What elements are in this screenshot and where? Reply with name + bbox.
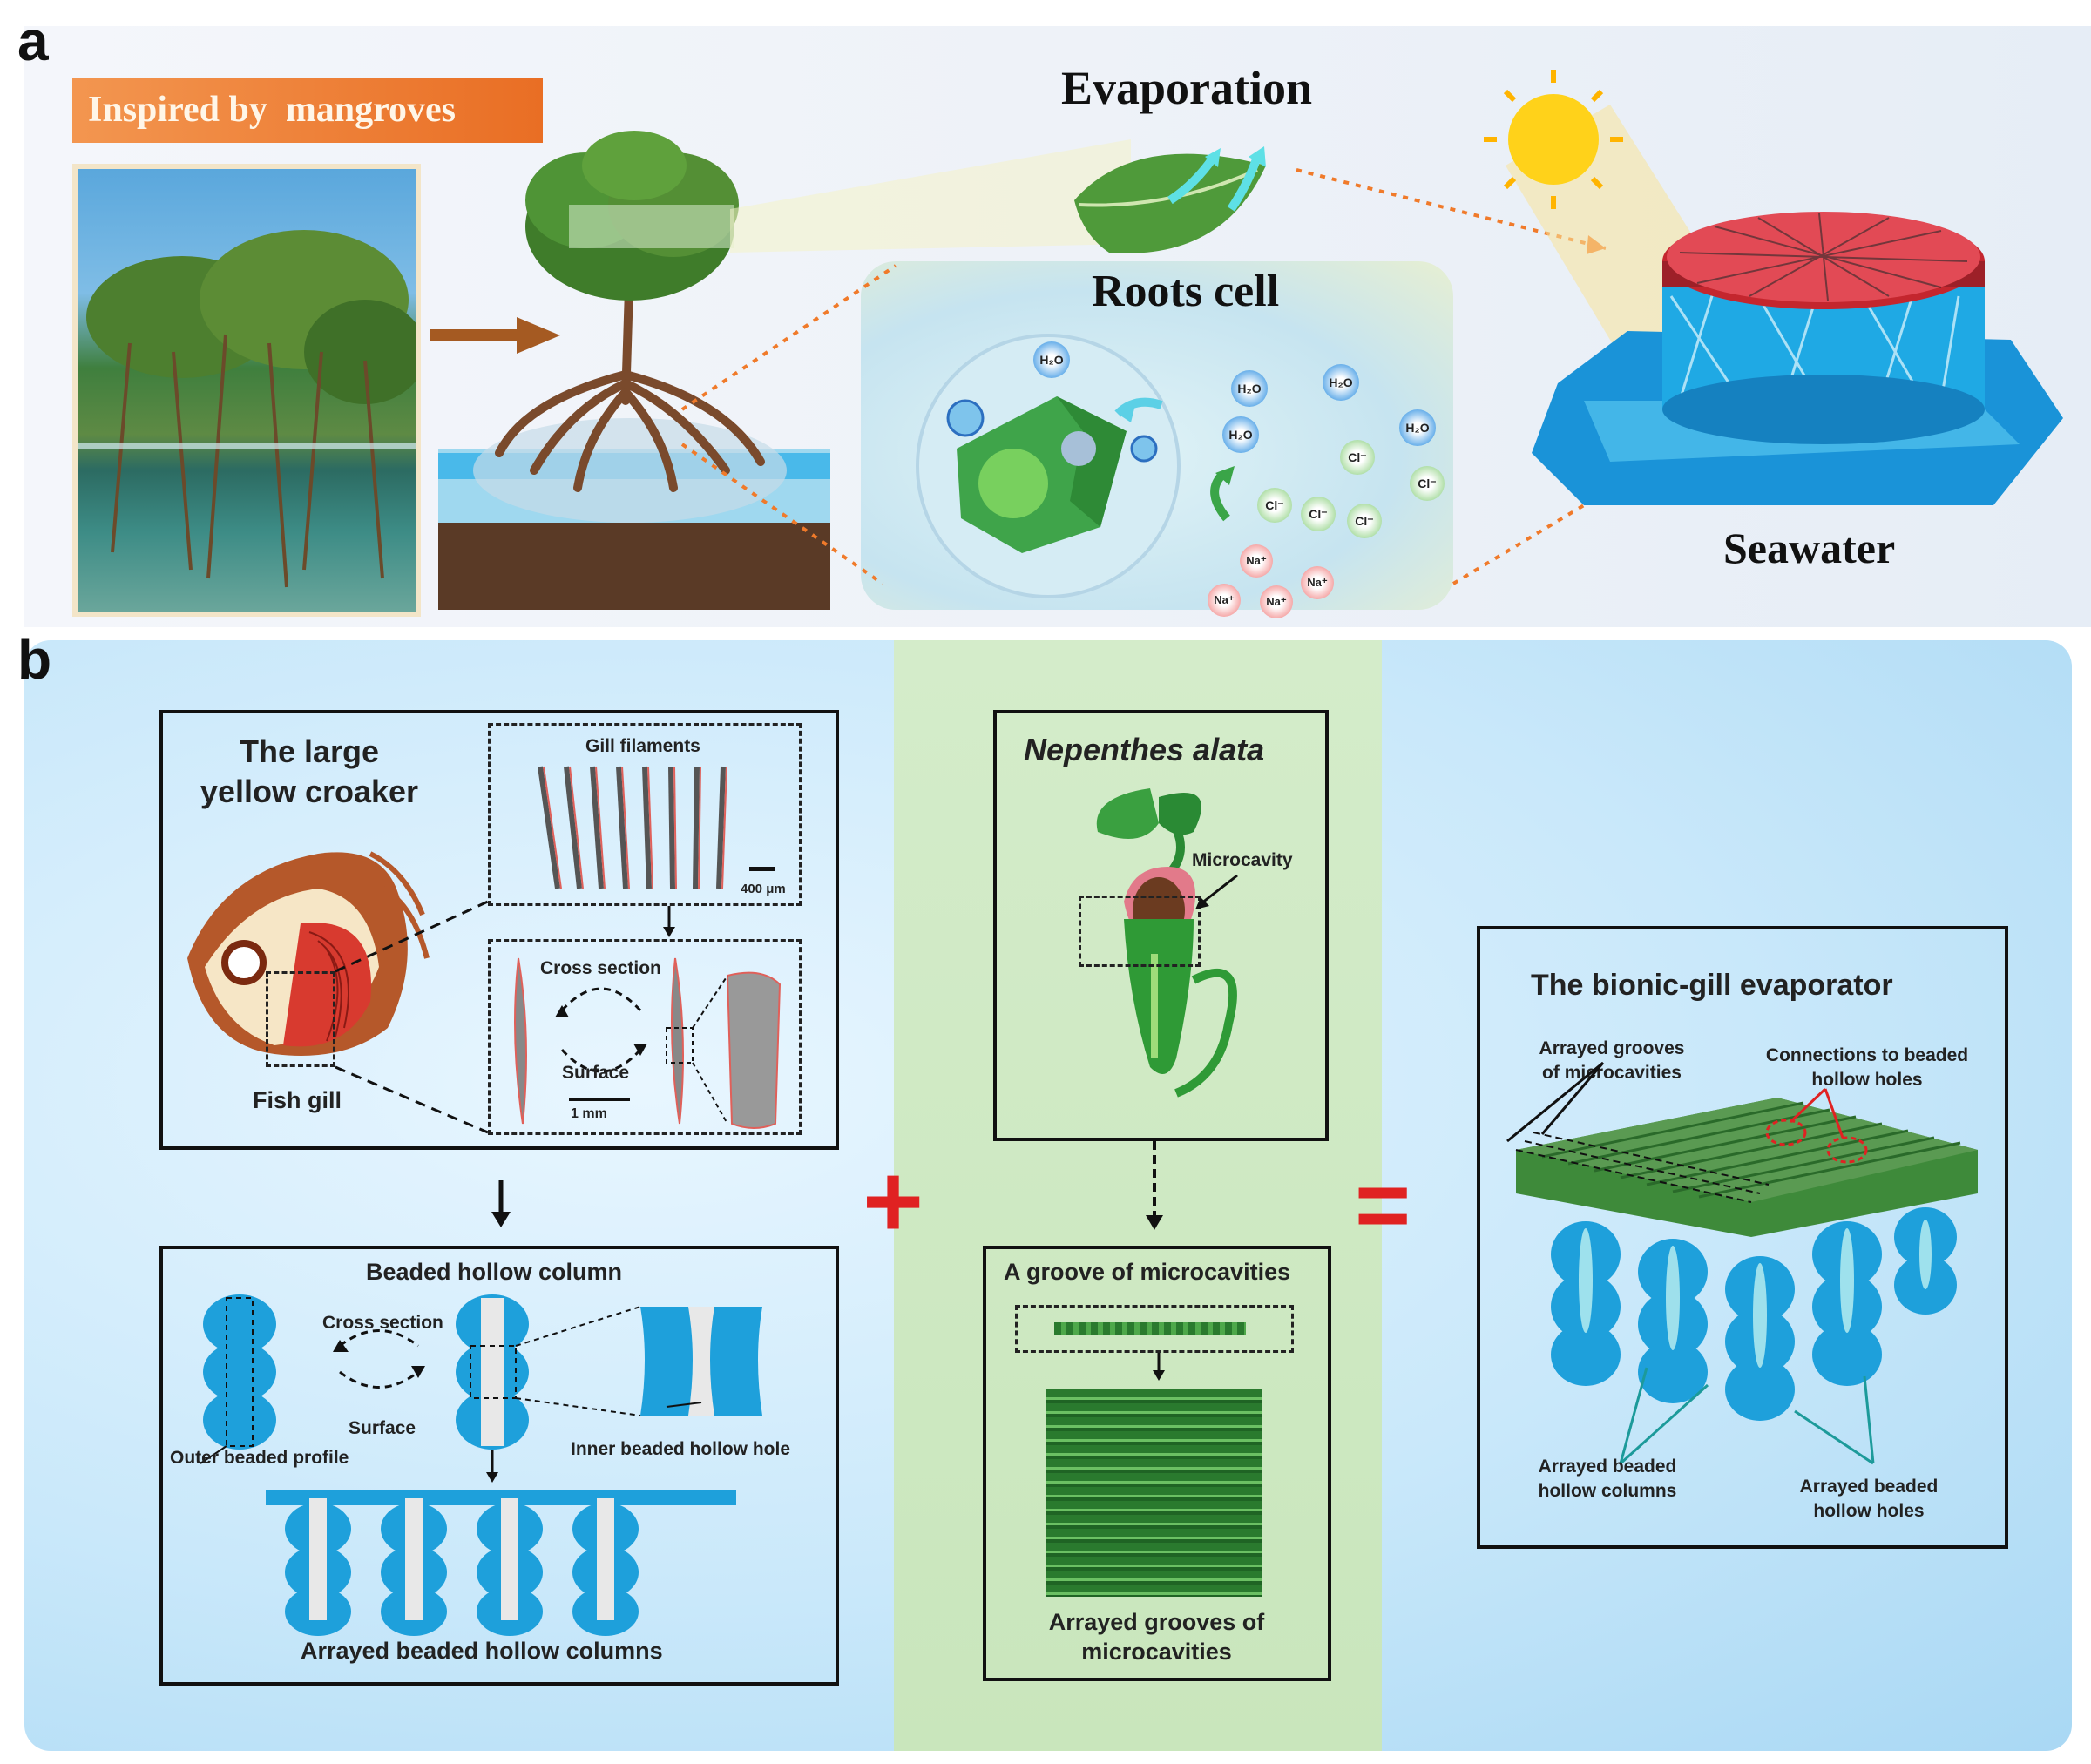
single-groove [1054, 1322, 1246, 1335]
surface-2-label: Surface [348, 1418, 416, 1438]
ion-chloride-1: Cl⁻ [1340, 440, 1375, 475]
panel-a: Inspired by mangroves Evaporati [24, 26, 2091, 627]
surface-label: Surface [562, 1063, 630, 1083]
plant-cell-illustration [916, 334, 1235, 598]
light-beam [730, 139, 1131, 253]
arrow-down-groove [1153, 1353, 1165, 1381]
evaporator-title: The bionic-gill evaporator [1531, 969, 1893, 1002]
evaporator-box [1477, 926, 2008, 1549]
arrayed-columns-label: Arrayed beaded hollow columns [301, 1638, 663, 1664]
arrayed-grooves-label: Arrayed grooves of microcavities [1048, 1609, 1265, 1665]
fish-gill-label: Fish gill [253, 1087, 342, 1113]
ion-chloride-3: Cl⁻ [1257, 488, 1292, 523]
mangrove-trees [78, 230, 416, 588]
gill-filaments-label: Gill filaments [585, 736, 700, 756]
single-groove-box [1015, 1305, 1294, 1353]
mangrove-photo [72, 164, 421, 617]
scale-400-label: 400 μm [741, 882, 786, 896]
microcavity-highlight [1079, 896, 1201, 967]
ion-chloride-4: Cl⁻ [1301, 497, 1336, 531]
bionic-gill-evaporator [1506, 1061, 1978, 1465]
equals-sign: = [1355, 1152, 1411, 1259]
solar-evaporator-illustration [1484, 70, 2063, 505]
groove-title: A groove of microcavities [1004, 1259, 1291, 1285]
ev-connections-label: Connections to beaded hollow holes [1765, 1045, 1969, 1090]
beaded-title: Beaded hollow column [366, 1259, 623, 1285]
scale-1mm-label: 1 mm [571, 1106, 607, 1121]
ion-sodium-4: Na⁺ [1260, 585, 1293, 618]
gill-filaments-image [538, 766, 775, 889]
panel-a-letter: a [17, 10, 49, 72]
ion-water-5: H₂O [1399, 409, 1436, 446]
ion-sodium-1: Na⁺ [1240, 544, 1273, 578]
roots-cell-label: Roots cell [1092, 267, 1280, 316]
cross-section-label: Cross section [540, 958, 661, 978]
gill-filaments-box [488, 723, 802, 906]
mangrove-tree-illustration [438, 131, 830, 610]
nepenthes-title: Nepenthes alata [1024, 732, 1265, 767]
right-arrow-icon [430, 317, 560, 354]
filament-cross-section [514, 957, 782, 1129]
ion-water-1: H₂O [1033, 341, 1070, 378]
banner: Inspired by mangroves [72, 78, 543, 143]
ion-chloride-2: Cl⁻ [1410, 466, 1445, 501]
evaporation-label: Evaporation [1061, 62, 1313, 114]
ev-columns-label: Arrayed beaded hollow columns [1538, 1456, 1677, 1501]
arrow-down-large [491, 1180, 511, 1227]
panel-b-letter: b [17, 628, 52, 691]
ev-holes-label: Arrayed beaded hollow holes [1799, 1477, 1939, 1521]
croaker-box [159, 710, 839, 1150]
seawater-label: Seawater [1723, 524, 1896, 572]
banner-text: Inspired by mangroves [88, 90, 457, 130]
groove-box [983, 1246, 1331, 1681]
microcavity-label: Microcavity [1192, 850, 1293, 870]
gill-highlight-box [266, 971, 335, 1067]
cross-section-2-label: Cross section [322, 1313, 443, 1333]
cross-section-box [488, 939, 802, 1135]
fish-head-illustration [187, 851, 430, 1056]
beaded-column-box [159, 1246, 839, 1686]
beaded-column-diagram [200, 1294, 762, 1636]
microcavity-pointer [1195, 874, 1238, 909]
nepenthes-illustration [1096, 788, 1237, 1098]
ion-water-2: H₂O [1231, 370, 1268, 407]
inner-hole-label: Inner beaded hollow hole [571, 1439, 791, 1459]
ev-grooves-label: Arrayed grooves of microcavities [1539, 1038, 1685, 1083]
ion-sodium-3: Na⁺ [1208, 584, 1241, 617]
outer-profile-label: Outer beaded profile [170, 1448, 349, 1468]
ion-water-3: H₂O [1323, 364, 1359, 401]
leaf-icon [1074, 146, 1266, 253]
ion-chloride-5: Cl⁻ [1347, 504, 1382, 538]
arrow-down-nepenthes [1146, 1141, 1163, 1230]
plus-sign: + [863, 1143, 924, 1260]
arrow-down-small [663, 906, 675, 937]
ion-sodium-2: Na⁺ [1301, 566, 1334, 599]
nepenthes-box [993, 710, 1329, 1141]
croaker-title: The large yellow croaker [200, 733, 419, 809]
ion-water-4: H₂O [1222, 416, 1259, 453]
arrayed-grooves-image [1046, 1389, 1262, 1597]
